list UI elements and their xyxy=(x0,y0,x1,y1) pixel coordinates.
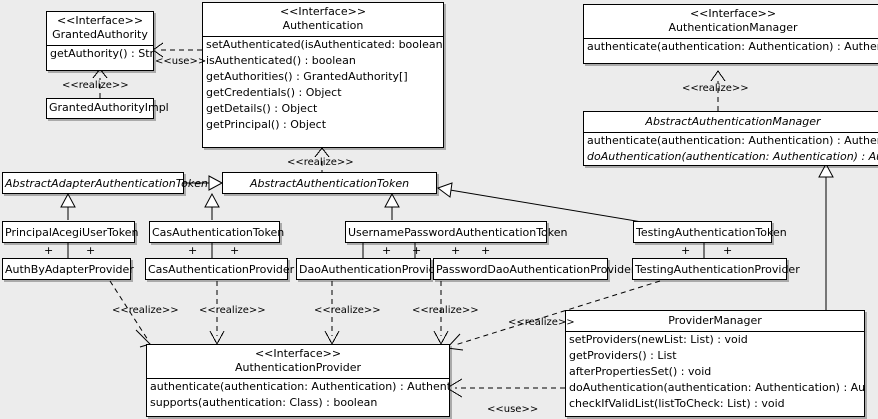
class-auth-by-adapter-provider[interactable]: AuthByAdapterProvider xyxy=(2,258,134,280)
association-plus-marker: + xyxy=(86,244,96,257)
edge-label-realize-granted-impl: <<realize>> xyxy=(62,80,129,91)
edge-label-realize-cas-provider: <<realize>> xyxy=(199,305,266,316)
class-testing-authentication-token[interactable]: TestingAuthenticationToken xyxy=(633,221,787,243)
association-plus-marker: + xyxy=(451,244,461,257)
association-plus-marker: + xyxy=(188,244,198,257)
class-abstract-authentication-manager-header: AbstractAuthenticationManager xyxy=(584,112,878,132)
method-row: getAuthorities() : GrantedAuthority[] xyxy=(206,70,408,83)
class-cas-authentication-token[interactable]: CasAuthenticationToken xyxy=(149,221,284,243)
edge-label-use-authentication-granted: <<use>> xyxy=(155,56,207,67)
class-granted-authority-header: <<Interface>> GrantedAuthority xyxy=(47,12,153,45)
method-row: checkIfValidList(listToCheck: List) : vo… xyxy=(569,397,785,410)
stereotype-label: <<Interface>> xyxy=(689,7,777,20)
methods-compartment: authenticate(authentication: Authenticat… xyxy=(147,378,449,411)
association-plus-marker: + xyxy=(412,244,422,257)
class-authentication-manager-header: <<Interface>> AuthenticationManager xyxy=(584,5,878,38)
method-row: authenticate(authentication: Authenticat… xyxy=(587,40,878,53)
class-authentication-provider[interactable]: <<Interface>> AuthenticationProvider aut… xyxy=(146,344,450,417)
arrowhead-realize-abstract-manager xyxy=(710,70,726,82)
methods-compartment: setAuthenticated(isAuthenticated: boolea… xyxy=(203,36,443,133)
association-plus-marker: + xyxy=(44,244,54,257)
methods-compartment: authenticate(authentication: Authenticat… xyxy=(584,132,878,165)
method-row: getProviders() : List xyxy=(569,349,677,362)
class-cas-authentication-provider[interactable]: CasAuthenticationProvider xyxy=(145,258,294,280)
method-row: afterPropertiesSet() : void xyxy=(569,365,712,378)
association-plus-marker: + xyxy=(681,244,691,257)
class-name-label: AbstractAuthenticationManager xyxy=(645,115,821,128)
method-row: authenticate(authentication: Authenticat… xyxy=(150,380,449,393)
arrowhead-realize-dao-provider xyxy=(324,330,340,346)
arrowhead-use-authentication-granted xyxy=(152,42,164,58)
methods-compartment: authenticate(authentication: Authenticat… xyxy=(584,38,878,55)
method-row: supports(authentication: Class) : boolea… xyxy=(150,396,378,409)
method-row: authenticate(authentication: Authenticat… xyxy=(587,134,878,147)
class-abstract-adapter-authentication-token[interactable]: AbstractAdapterAuthenticationToken xyxy=(2,172,208,194)
edge-label-realize-abstract-manager: <<realize>> xyxy=(682,83,749,94)
class-name-label: Authentication xyxy=(282,19,364,32)
method-row: getPrincipal() : Object xyxy=(206,118,327,131)
class-authentication-manager[interactable]: <<Interface>> AuthenticationManager auth… xyxy=(583,4,878,64)
method-row: getDetails() : Object xyxy=(206,102,318,115)
class-provider-manager[interactable]: ProviderManager setProviders(newList: Li… xyxy=(565,310,865,417)
methods-compartment: getAuthority() : String xyxy=(47,45,153,62)
class-password-dao-authentication-provider[interactable]: PasswordDaoAuthenticationProvider xyxy=(433,258,635,280)
class-authentication[interactable]: <<Interface>> Authentication setAuthenti… xyxy=(202,2,444,148)
arrowhead-generalize-principal-token xyxy=(60,192,76,208)
class-testing-authentication-provider[interactable]: TestingAuthenticationProvider xyxy=(632,258,800,280)
class-name-label: AuthenticationManager xyxy=(668,21,798,34)
arrowhead-generalize-username-token xyxy=(384,192,400,208)
edge-label-use-provider-manager: <<use>> xyxy=(487,404,539,415)
arrowhead-generalize-testing-token xyxy=(436,182,453,198)
edge-label-realize-password-dao-provider: <<realize>> xyxy=(412,305,479,316)
arrowhead-generalize-adapter-token xyxy=(208,175,224,191)
class-name-label: GrantedAuthority xyxy=(52,28,148,41)
class-principal-acegi-user-token[interactable]: PrincipalAcegiUserToken xyxy=(2,221,138,243)
stereotype-label: <<Interface>> xyxy=(279,5,367,18)
class-name-label: AuthenticationProvider xyxy=(234,361,362,374)
method-row: setAuthenticated(isAuthenticated: boolea… xyxy=(206,38,443,51)
class-username-password-authentication-token[interactable]: UsernamePasswordAuthenticationToken xyxy=(345,221,568,243)
method-row: getCredentials() : Object xyxy=(206,86,342,99)
method-row: isAuthenticated() : boolean xyxy=(206,54,356,67)
method-row: doAuthentication(authentication: Authent… xyxy=(587,150,878,163)
methods-compartment: setProviders(newList: List) : void getPr… xyxy=(566,331,864,412)
class-abstract-authentication-token[interactable]: AbstractAuthenticationToken xyxy=(222,172,437,194)
edge-label-realize-dao-provider: <<realize>> xyxy=(314,305,381,316)
arrowhead-realize-password-dao-provider xyxy=(433,330,449,346)
class-name-label: ProviderManager xyxy=(668,314,762,327)
method-row: doAuthentication(authentication: Authent… xyxy=(569,381,864,394)
arrowhead-realize-cas-provider xyxy=(209,330,225,346)
class-authentication-header: <<Interface>> Authentication xyxy=(203,3,443,36)
association-plus-marker: + xyxy=(481,244,491,257)
method-row: setProviders(newList: List) : void xyxy=(569,333,748,346)
edge-label-realize-testing-provider: <<realize>> xyxy=(508,317,575,328)
class-provider-manager-header: ProviderManager xyxy=(566,311,864,331)
class-granted-authority[interactable]: <<Interface>> GrantedAuthority getAuthor… xyxy=(46,11,154,71)
class-granted-authority-impl[interactable]: GrantedAuthorityImpl xyxy=(46,98,169,119)
edge-label-realize-auth-by-adapter: <<realize>> xyxy=(112,305,179,316)
method-row: getAuthority() : String xyxy=(50,47,153,60)
association-plus-marker: + xyxy=(382,244,392,257)
association-plus-marker: + xyxy=(723,244,733,257)
arrowhead-realize-abstract-token xyxy=(314,147,330,158)
class-abstract-authentication-manager[interactable]: AbstractAuthenticationManager authentica… xyxy=(583,111,878,166)
class-dao-authentication-provider[interactable]: DaoAuthenticationProvider xyxy=(296,258,447,280)
edge-label-realize-abstract-token: <<realize>> xyxy=(287,157,354,168)
arrowhead-generalize-cas-token xyxy=(204,192,220,208)
link-generalize-testing-token xyxy=(449,189,649,224)
association-plus-marker: + xyxy=(230,244,240,257)
stereotype-label: <<Interface>> xyxy=(56,14,144,27)
stereotype-label: <<Interface>> xyxy=(254,347,342,360)
class-authentication-provider-header: <<Interface>> AuthenticationProvider xyxy=(147,345,449,378)
